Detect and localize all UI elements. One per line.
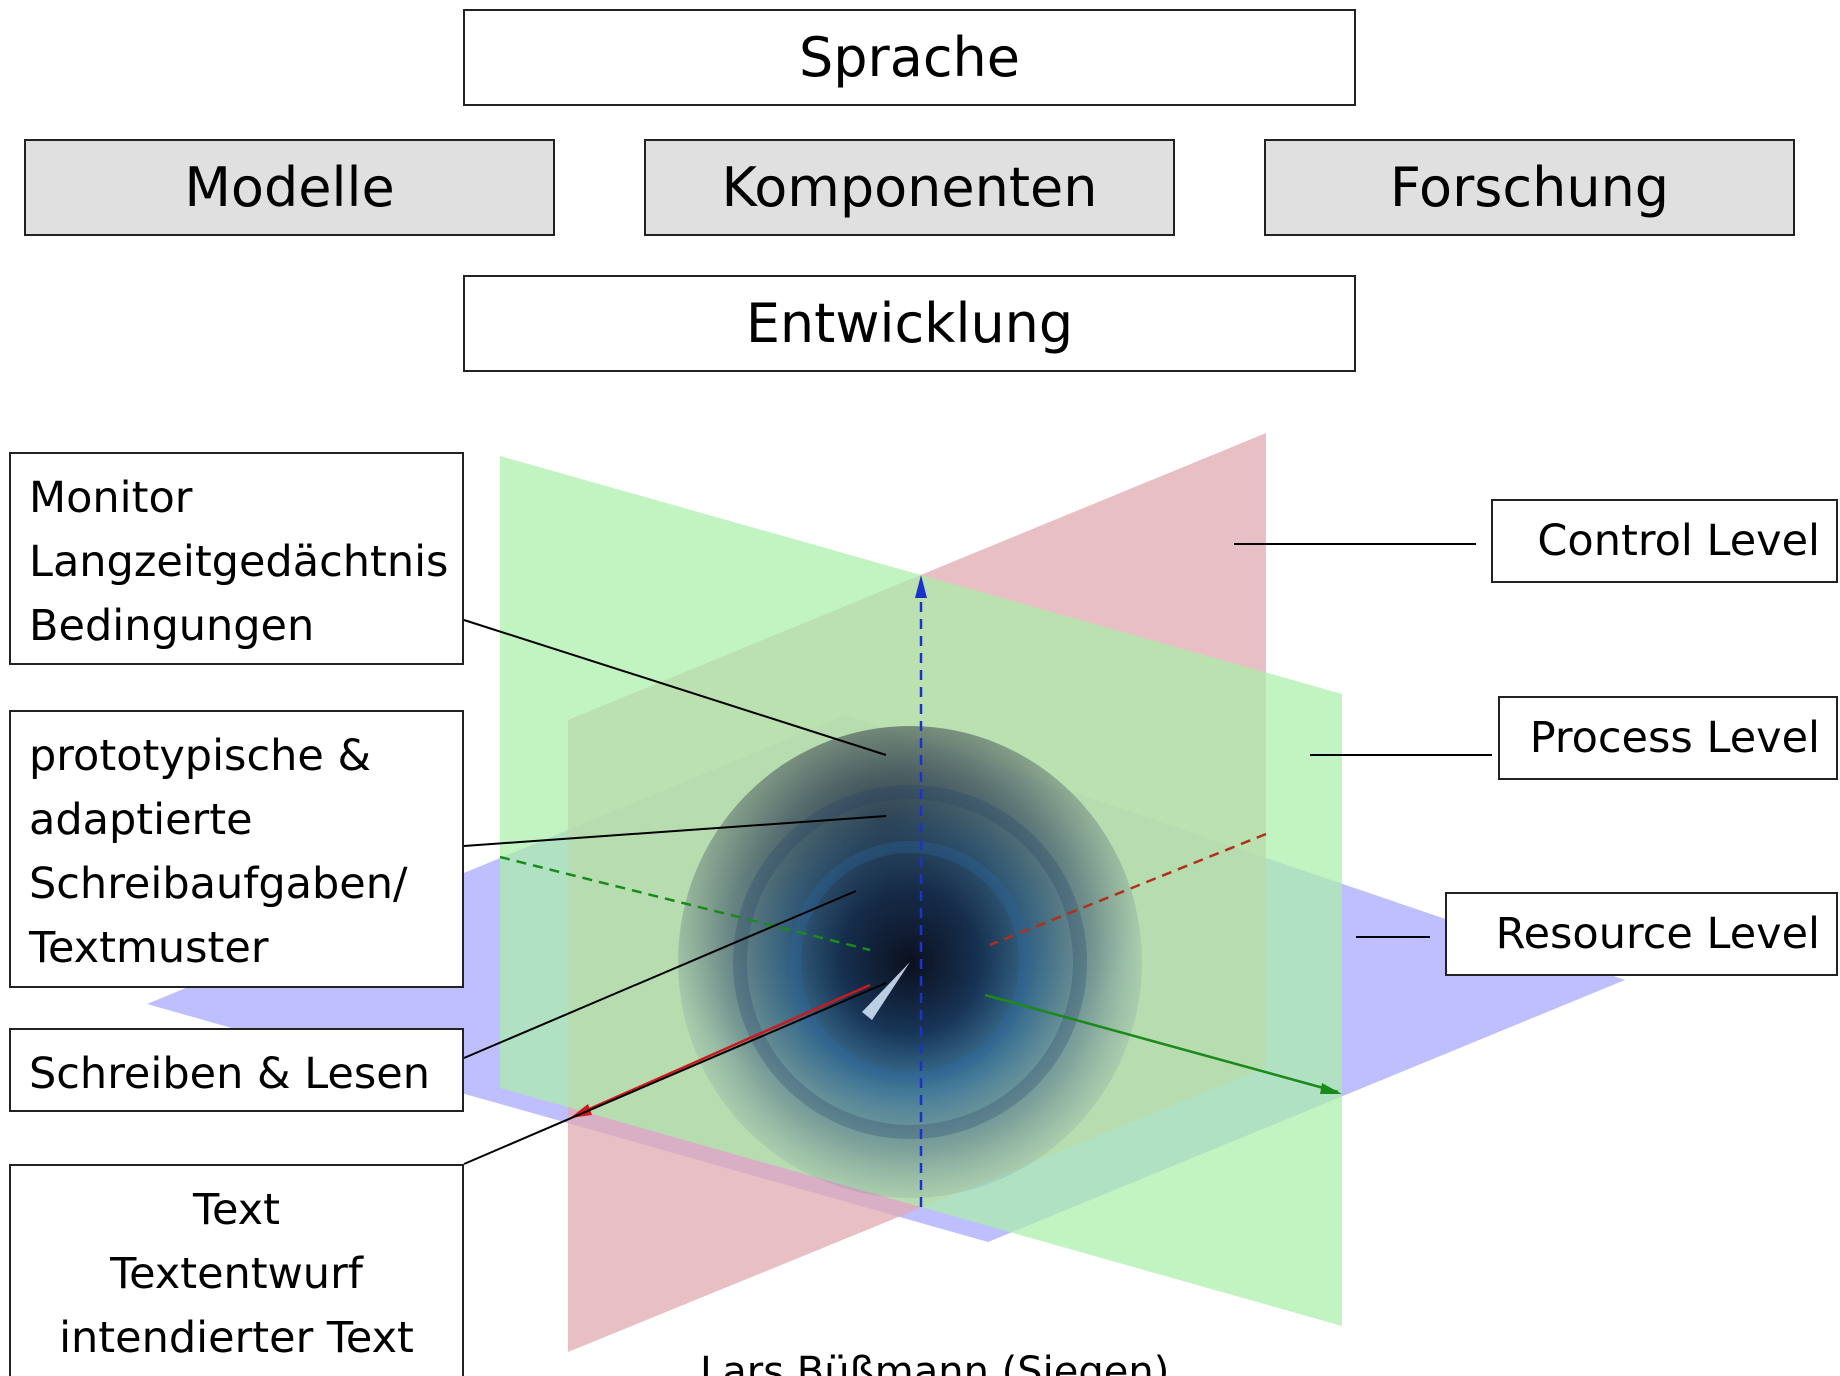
tasks-line-2: adaptierte [29,795,253,845]
tasks-line-1: prototypische & [29,731,372,781]
leader-monitor [463,619,887,756]
sprache-box: Sprache [463,9,1356,106]
monitor-line-3: Bedingungen [29,601,315,651]
monitor-label-box: Monitor Langzeitgedächtnis Bedingungen [9,452,464,665]
reading-label-box: Schreiben & Lesen [9,1028,464,1112]
leader-text [463,982,887,1165]
monitor-line-2: Langzeitgedächtnis [29,537,449,587]
resource-level-box: Resource Level [1445,892,1838,976]
author-credit: Lars Büßmann (Siegen) [700,1349,1170,1376]
x-axis-front [577,983,871,1116]
text-line-2: Textentwurf [110,1249,363,1299]
sphere-highlight [862,962,910,1020]
modelle-label: Modelle [184,155,395,219]
text-label-box: Text Textentwurf intendierter Text [9,1164,464,1376]
y-axis-back [499,855,871,952]
resource-level-label: Resource Level [1495,908,1820,959]
komponenten-label: Komponenten [721,155,1098,219]
control-level-box: Control Level [1491,499,1838,583]
entwicklung-box: Entwicklung [463,275,1356,372]
text-line-3: intendierter Text [59,1313,414,1363]
text-line-1: Text [193,1185,280,1235]
monitor-line-1: Monitor [29,473,193,523]
process-level-label: Process Level [1529,712,1820,763]
modelle-box: Modelle [24,139,555,236]
komponenten-box: Komponenten [644,139,1175,236]
reading-line-1: Schreiben & Lesen [29,1049,430,1099]
y-axis-arrow [1320,1083,1342,1094]
tasks-line-3: Schreibaufgaben/ [29,859,408,909]
x-axis-arrow [570,1104,592,1118]
entwicklung-label: Entwicklung [745,291,1074,355]
forschung-label: Forschung [1389,155,1670,219]
x-axis-back [989,832,1267,947]
z-axis-arrow [915,575,927,598]
tasks-label-box: prototypische & adaptierte Schreibaufgab… [9,710,464,988]
y-axis-front [984,993,1339,1094]
tasks-line-4: Textmuster [29,923,269,973]
process-level-box: Process Level [1498,696,1838,780]
leader-tasks [463,815,887,847]
forschung-box: Forschung [1264,139,1795,236]
leader-reading [463,890,857,1059]
sprache-label: Sprache [799,25,1020,89]
control-level-label: Control Level [1537,515,1820,566]
